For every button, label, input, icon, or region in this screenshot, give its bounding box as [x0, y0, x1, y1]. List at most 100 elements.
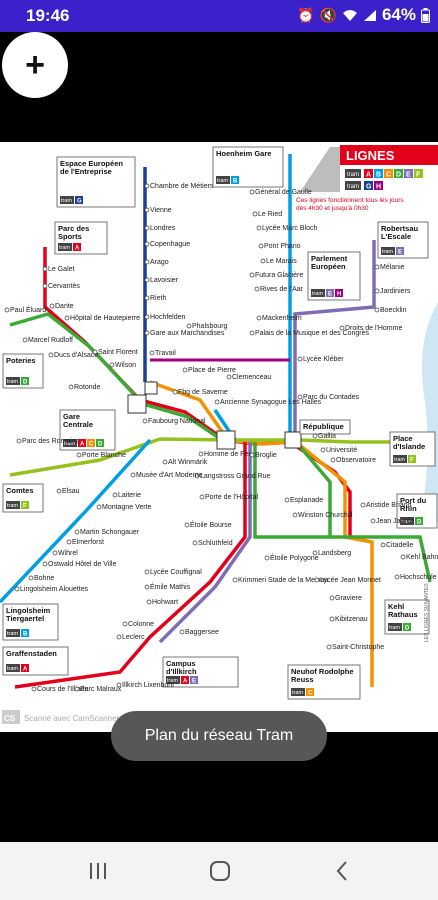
station-stop[interactable]	[56, 488, 62, 494]
station-label[interactable]: Ducs d'Alsace	[54, 352, 98, 359]
station-stop[interactable]	[284, 497, 290, 503]
station-stop[interactable]	[370, 518, 376, 524]
station-stop[interactable]	[144, 584, 150, 590]
station-label[interactable]: Martin Schongauer	[80, 529, 140, 536]
station-label[interactable]: Rotonde	[74, 384, 101, 391]
station-label[interactable]: Clemenceau	[232, 374, 271, 381]
station-stop[interactable]	[292, 512, 298, 518]
home-button[interactable]	[200, 856, 240, 886]
station-label[interactable]: Wilson	[115, 362, 136, 369]
station-stop[interactable]	[374, 264, 380, 270]
station-stop[interactable]	[22, 337, 28, 343]
station-stop[interactable]	[186, 323, 192, 329]
station-stop[interactable]	[116, 634, 122, 640]
station-label[interactable]: Copenhague	[150, 241, 190, 248]
station-stop[interactable]	[360, 502, 366, 508]
station-label[interactable]: Lycée Marc Bloch	[262, 225, 317, 232]
station-stop[interactable]	[144, 330, 150, 336]
station-label[interactable]: Futura Glacière	[255, 272, 303, 279]
station-stop[interactable]	[226, 374, 232, 380]
station-label[interactable]: Citadelle	[386, 542, 413, 549]
station-label[interactable]: Saint Florent	[98, 349, 138, 356]
station-label[interactable]: Broglie	[255, 452, 277, 459]
station-label[interactable]: Bohrie	[34, 575, 54, 582]
station-label[interactable]: Travail	[155, 350, 176, 357]
station-label[interactable]: Langstross Grand Rue	[200, 473, 271, 480]
station-label[interactable]: Leclerc	[122, 634, 145, 641]
station-stop[interactable]	[194, 473, 200, 479]
station-label[interactable]: Observatoire	[336, 457, 376, 464]
station-stop[interactable]	[329, 595, 335, 601]
station-label[interactable]: Arago	[150, 259, 169, 266]
station-stop[interactable]	[297, 356, 303, 362]
station-label[interactable]: Émile Mathis	[150, 582, 191, 591]
station-label[interactable]: Winston Churchill	[298, 512, 353, 519]
station-label[interactable]: Jean Jaurès	[376, 518, 415, 525]
station-label[interactable]: Le Ried	[258, 211, 282, 218]
station-label[interactable]: Étoile Bourse	[190, 520, 232, 529]
station-box-republique[interactable]: République	[299, 419, 351, 435]
station-label[interactable]: Graviere	[335, 595, 362, 602]
station-stop[interactable]	[214, 399, 220, 405]
station-stop[interactable]	[144, 295, 150, 301]
station-stop[interactable]	[144, 259, 150, 265]
station-stop[interactable]	[326, 644, 332, 650]
station-label[interactable]: Fbg de Saverne	[178, 389, 228, 396]
station-label[interactable]: Parc Malraux	[80, 686, 122, 693]
station-stop[interactable]	[42, 283, 48, 289]
station-stop[interactable]	[109, 362, 115, 368]
station-stop[interactable]	[162, 459, 168, 465]
station-label[interactable]: Lycée Jean Monnet	[320, 577, 381, 584]
station-label[interactable]: Lycée Couffignal	[150, 569, 202, 576]
station-stop[interactable]	[339, 325, 345, 331]
station-label[interactable]: Hochfelden	[150, 314, 186, 321]
station-label[interactable]: Vienne	[150, 207, 172, 214]
station-stop[interactable]	[49, 303, 55, 309]
station-stop[interactable]	[249, 189, 255, 195]
station-label[interactable]: Hôpital de Hautepierre	[70, 315, 140, 322]
station-stop[interactable]	[130, 472, 136, 478]
station-stop[interactable]	[252, 211, 258, 217]
station-stop[interactable]	[4, 307, 10, 313]
station-stop[interactable]	[314, 577, 320, 583]
station-label[interactable]: Boecklin	[380, 307, 407, 314]
station-stop[interactable]	[144, 277, 150, 283]
station-label[interactable]: Cervantès	[48, 283, 80, 290]
homme-de-fer-hub[interactable]	[216, 430, 236, 450]
station-label[interactable]: Gare aux Marchandises	[150, 330, 225, 337]
station-stop[interactable]	[142, 418, 148, 424]
station-label[interactable]: Kehl Bahnhof	[406, 554, 438, 561]
recents-button[interactable]	[78, 856, 118, 886]
station-label[interactable]: Pont Phario	[264, 243, 301, 250]
station-stop[interactable]	[144, 314, 150, 320]
station-label[interactable]: Mackenheim	[262, 315, 302, 322]
station-label[interactable]: Faubourg National	[148, 418, 206, 425]
station-stop[interactable]	[249, 272, 255, 278]
station-stop[interactable]	[14, 586, 20, 592]
station-label[interactable]: Elsau	[62, 488, 80, 495]
station-label[interactable]: Palais de la Musique et des Congrès	[255, 330, 370, 337]
station-label[interactable]: Montagne Verte	[102, 504, 152, 511]
station-label[interactable]: Marcel Rudloff	[28, 337, 73, 344]
station-stop[interactable]	[394, 574, 400, 580]
station-label[interactable]: Chambre de Métiers	[150, 183, 214, 190]
station-label[interactable]: Rives de l'Aar	[260, 286, 304, 293]
station-stop[interactable]	[260, 258, 266, 264]
station-label[interactable]: Lingolsheim Alouettes	[20, 586, 89, 593]
station-label[interactable]: Hohwart	[152, 599, 178, 606]
station-stop[interactable]	[172, 389, 178, 395]
station-stop[interactable]	[116, 682, 122, 688]
station-label[interactable]: Hochschule / Läger	[400, 574, 438, 581]
station-stop[interactable]	[312, 433, 318, 439]
station-label[interactable]: Le Galet	[48, 266, 75, 273]
station-stop[interactable]	[64, 315, 70, 321]
station-stop[interactable]	[96, 504, 102, 510]
